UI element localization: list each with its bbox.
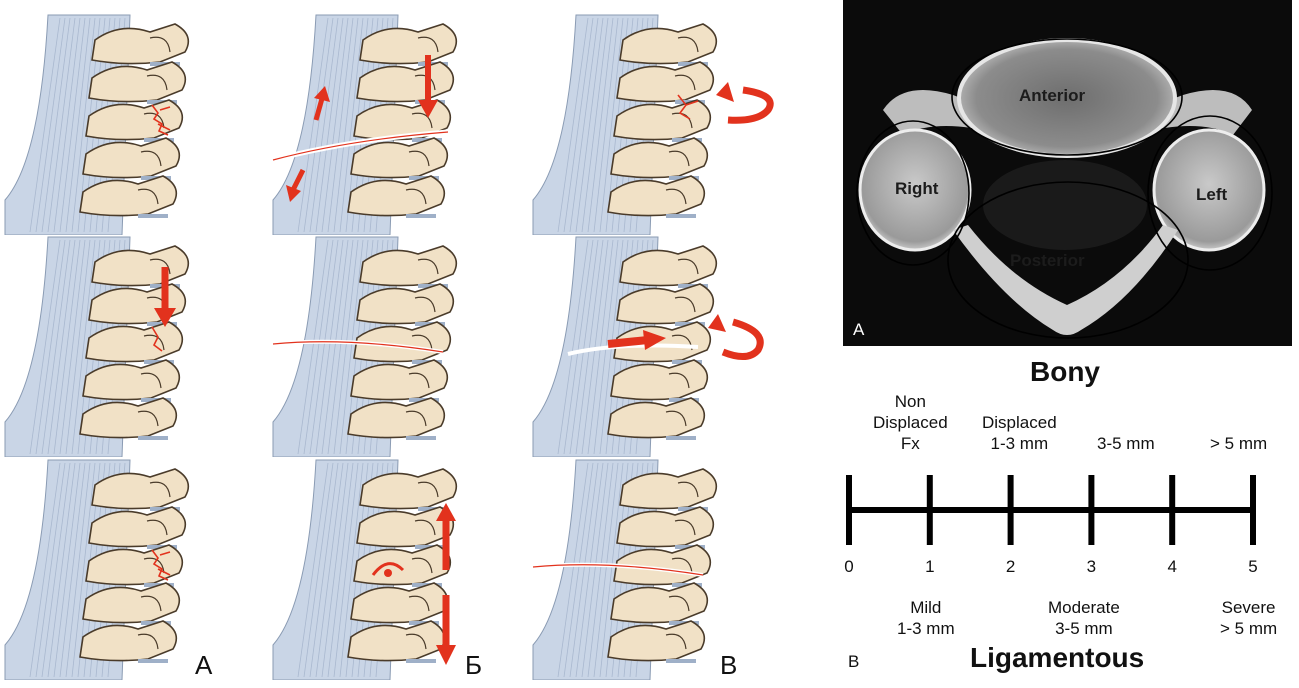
lig-label-severe: Severe > 5 mm [1220,597,1277,639]
bony-title: Bony [1030,356,1100,388]
scale-tick-label-4: 4 [1162,557,1182,577]
lig-label-moderate-line-1: Moderate [1048,597,1120,618]
column-label-a: А [195,650,212,681]
lig-label-moderate: Moderate 3-5 mm [1048,597,1120,639]
spine-panel-r2-c1 [0,232,260,457]
scale-corner-label: B [848,652,859,672]
lig-label-mild-line-2: 1-3 mm [897,618,955,639]
ct-axial-vertebra-image: Anterior Right Left Posterior A [843,0,1292,346]
scale-tick-label-5: 5 [1243,557,1263,577]
scale-tick-label-2: 2 [1001,557,1021,577]
severity-scale-bar [840,470,1270,550]
lig-label-severe-line-2: > 5 mm [1220,618,1277,639]
bony-label-1-line-1: Non [873,391,948,412]
bony-label-2: Displaced 1-3 mm [982,412,1057,454]
lig-label-severe-line-1: Severe [1220,597,1277,618]
bony-label-1-line-2: Displaced [873,412,948,433]
ct-corner-label: A [853,320,864,340]
spine-panel-r2-c2 [268,232,528,457]
scale-tick-label-3: 3 [1081,557,1101,577]
right-label: Right [895,179,938,199]
spine-panel-r3-c2 [268,455,528,680]
spine-panel-r3-c3 [528,455,788,680]
bony-label-1-line-3: Fx [873,433,948,454]
scale-tick-label-1: 1 [920,557,940,577]
ligamentous-title: Ligamentous [970,642,1144,674]
lig-label-mild-line-1: Mild [897,597,955,618]
bony-label-1: Non Displaced Fx [873,391,948,454]
bony-label-2-line-1: Displaced [982,412,1057,433]
spine-panel-r1-c2 [268,10,528,235]
spine-panel-r1-c3 [528,10,788,235]
spine-panel-r2-c3 [528,232,788,457]
spine-panel-r3-c1 [0,455,260,680]
left-label: Left [1196,185,1227,205]
column-label-v: В [720,650,737,681]
anterior-label: Anterior [1019,86,1085,106]
lig-label-mild: Mild 1-3 mm [897,597,955,639]
column-label-b: Б [465,650,482,681]
posterior-label: Posterior [1010,251,1085,271]
spine-panel-r1-c1 [0,10,260,235]
lig-label-moderate-line-2: 3-5 mm [1048,618,1120,639]
ct-scan-drawing [843,0,1292,346]
bony-label-3: 3-5 mm [1097,433,1155,454]
scale-tick-label-0: 0 [839,557,859,577]
bony-label-4-line-1: > 5 mm [1210,433,1267,454]
bony-label-3-line-1: 3-5 mm [1097,433,1155,454]
spinal-canal [983,160,1147,250]
bony-label-2-line-2: 1-3 mm [982,433,1057,454]
bony-label-4: > 5 mm [1210,433,1267,454]
